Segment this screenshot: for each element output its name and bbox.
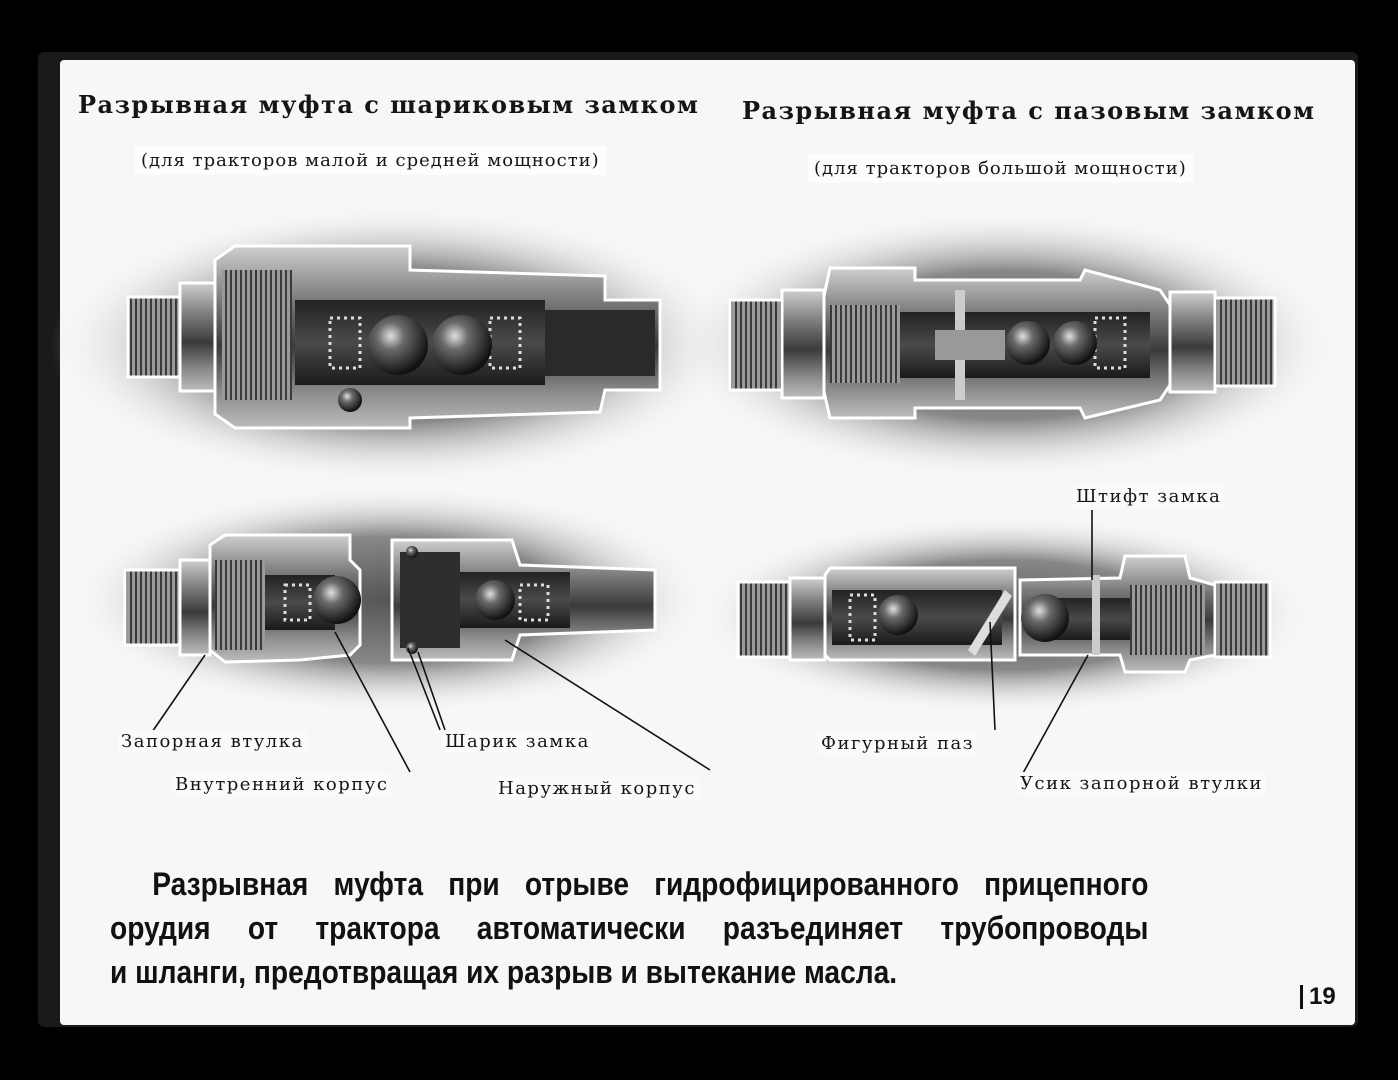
- ball-lock-inner-half: [123, 533, 362, 664]
- caption: Разрывная муфта при отрыве гидрофицирова…: [110, 862, 1148, 994]
- caption-line-2: орудия от трактора автоматически разъеди…: [110, 910, 1149, 946]
- label-sleeve-whisker: Усик запорной втулки: [1017, 772, 1266, 795]
- groove-lock-second-half: [1018, 554, 1272, 674]
- caption-line-1: Разрывная муфта при отрыве гидрофицирова…: [152, 866, 1149, 902]
- page-number: 19: [1300, 985, 1336, 1009]
- label-outer-body: Наружный корпус: [495, 777, 699, 800]
- title-groove-lock: Разрывная муфта с пазовым замком: [742, 96, 1316, 125]
- label-lock-pin: Штифт замка: [1073, 485, 1225, 508]
- subtitle-ball-lock: (для тракторов малой и средней мощности): [135, 146, 606, 175]
- label-lock-ball: Шарик замка: [442, 730, 593, 753]
- label-shaped-groove: Фигурный паз: [818, 732, 978, 755]
- subtitle-groove-lock: (для тракторов большой мощности): [808, 154, 1193, 183]
- groove-lock-first-half: [736, 566, 1017, 662]
- label-inner-body: Внутренний корпус: [172, 773, 392, 796]
- ball-lock-outer-half: [390, 538, 657, 662]
- ball-lock-coupling-assembled: [126, 244, 662, 430]
- caption-line-3: и шланги, предотвращая их разрыв и вытек…: [110, 954, 898, 990]
- title-ball-lock: Разрывная муфта с шариковым замком: [78, 90, 700, 119]
- groove-lock-coupling-assembled: [728, 266, 1277, 420]
- label-locking-sleeve: Запорная втулка: [118, 730, 307, 753]
- leader-lines: [149, 510, 1093, 776]
